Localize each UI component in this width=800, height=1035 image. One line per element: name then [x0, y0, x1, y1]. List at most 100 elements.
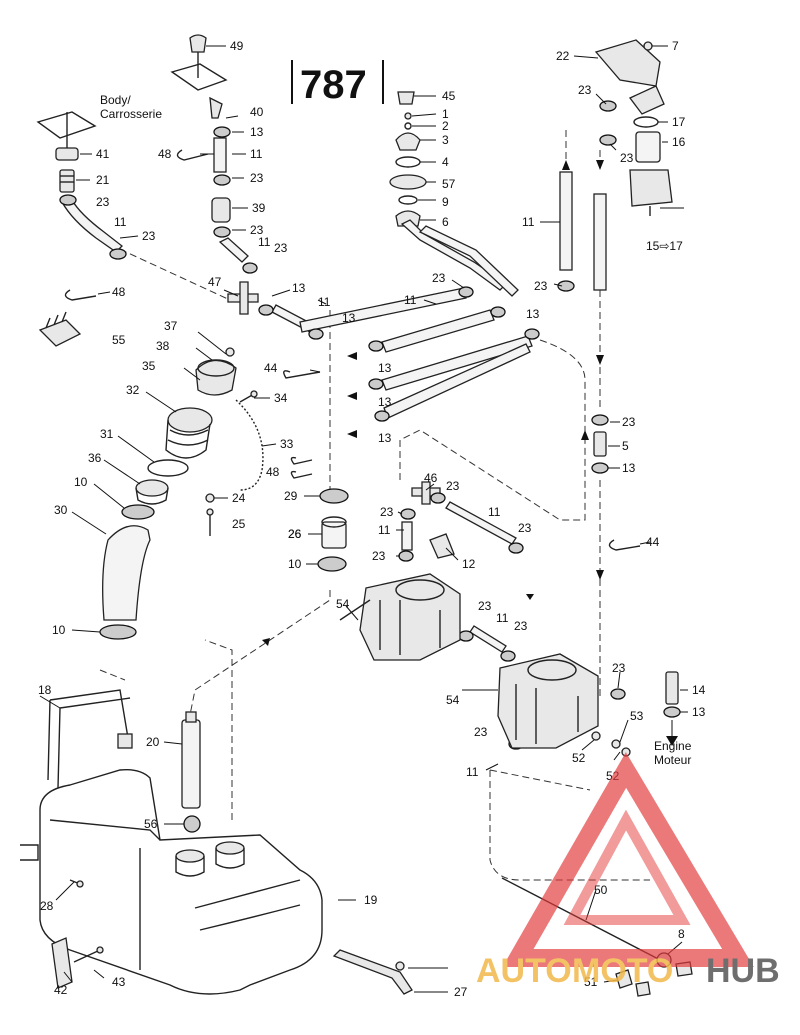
label-22: 22	[556, 49, 570, 63]
label-23: 23	[534, 279, 548, 293]
label-54: 54	[336, 597, 350, 611]
clamps-23-right	[591, 100, 617, 426]
fitting-5	[593, 431, 607, 457]
label-50: 50	[594, 883, 608, 897]
label-18: 18	[38, 683, 52, 697]
label-12: 12	[462, 557, 476, 571]
label-38: 38	[156, 339, 170, 353]
label-26: 26	[288, 527, 302, 541]
label-10: 10	[74, 475, 88, 489]
watermark-part3: HUB	[706, 952, 780, 990]
fuel-tank-19	[20, 768, 323, 995]
grommet-41	[55, 147, 79, 161]
label-44: 44	[264, 361, 278, 375]
watermark-part2: MOTO	[572, 952, 673, 990]
label-23: 23	[142, 229, 156, 243]
label-54: 54	[446, 693, 460, 707]
label-31: 31	[100, 427, 114, 441]
label-23: 23	[518, 521, 532, 535]
clamp-13-group	[59, 126, 575, 422]
label-28: 28	[40, 899, 54, 913]
callout-labels: 49 40 13 48 11 23 39 23 11 23 41 21 23 1…	[38, 39, 706, 999]
tank-cap-26	[175, 841, 245, 877]
label-11: 11	[378, 523, 391, 537]
label-36: 36	[88, 451, 102, 465]
check-valve-21	[59, 169, 75, 193]
fuel-pickup-20	[181, 711, 201, 809]
tank-strap-18	[47, 689, 133, 789]
reference-label: 15⇨17	[646, 239, 683, 253]
fuel-hoses-center	[299, 287, 533, 419]
label-16: 16	[672, 135, 686, 149]
label-11: 11	[466, 765, 479, 779]
leader-lines	[39, 45, 688, 993]
label-45: 45	[442, 89, 456, 103]
label-11: 11	[404, 293, 417, 307]
bracket-12	[429, 533, 455, 559]
hose-11-carb	[401, 501, 517, 653]
body-label: Body/ Carrosserie	[100, 93, 162, 121]
label-11: 11	[522, 215, 535, 229]
label-11: 11	[318, 295, 331, 309]
label-13: 13	[378, 431, 392, 445]
gauge-sender-56	[183, 815, 201, 833]
strap-27	[332, 949, 413, 995]
label-29: 29	[284, 489, 298, 503]
label-1: 1	[442, 107, 449, 121]
label-4: 4	[442, 155, 449, 169]
engine-label: Engine Moteur	[654, 739, 692, 767]
clamp-10-center	[317, 556, 347, 572]
engine-arrow	[666, 720, 678, 746]
gasket-31	[147, 459, 189, 477]
label-11: 11	[258, 235, 271, 249]
label-6: 6	[442, 215, 449, 229]
flow-lines	[99, 130, 650, 881]
label-23: 23	[578, 83, 592, 97]
hose-11-upper	[213, 137, 227, 173]
label-44: 44	[646, 535, 660, 549]
label-13: 13	[526, 307, 540, 321]
label-3: 3	[442, 133, 449, 147]
label-34: 34	[274, 391, 288, 405]
label-19: 19	[364, 893, 378, 907]
label-27: 27	[454, 985, 468, 999]
label-11: 11	[488, 505, 501, 519]
label-23: 23	[274, 241, 288, 255]
screw-43	[73, 946, 104, 963]
label-55: 55	[112, 333, 126, 347]
clamp-10-top	[121, 504, 155, 520]
vent-valve-49	[170, 34, 228, 91]
screw-7	[643, 41, 653, 51]
label-21: 21	[96, 173, 110, 187]
screw-28-left	[69, 879, 84, 888]
label-43: 43	[112, 975, 126, 989]
filter-39	[211, 197, 231, 223]
label-48: 48	[266, 465, 280, 479]
label-23: 23	[250, 223, 264, 237]
flow-arrows	[262, 160, 604, 646]
label-2: 2	[442, 119, 449, 133]
clamp-10-bottom	[99, 624, 137, 640]
label-39: 39	[252, 201, 266, 215]
label-13: 13	[292, 281, 306, 295]
label-17: 17	[672, 115, 686, 129]
label-14: 14	[692, 683, 706, 697]
filter-16	[629, 131, 673, 216]
label-23: 23	[620, 151, 634, 165]
diagram-number-box: 787	[291, 60, 384, 107]
hose-11-vent	[60, 199, 123, 253]
label-30: 30	[54, 503, 68, 517]
screw-28-right	[395, 961, 405, 971]
label-48: 48	[112, 285, 126, 299]
tee-fitting-47	[227, 281, 259, 315]
label-46: 46	[424, 471, 438, 485]
sleeve-26	[321, 516, 347, 549]
label-23: 23	[250, 171, 264, 185]
clip-55	[38, 311, 82, 347]
hoses-11-right	[559, 171, 607, 291]
valve-stack	[389, 91, 519, 297]
label-51: 51	[584, 975, 598, 989]
label-42: 42	[54, 983, 68, 997]
fitting-14	[665, 671, 679, 705]
